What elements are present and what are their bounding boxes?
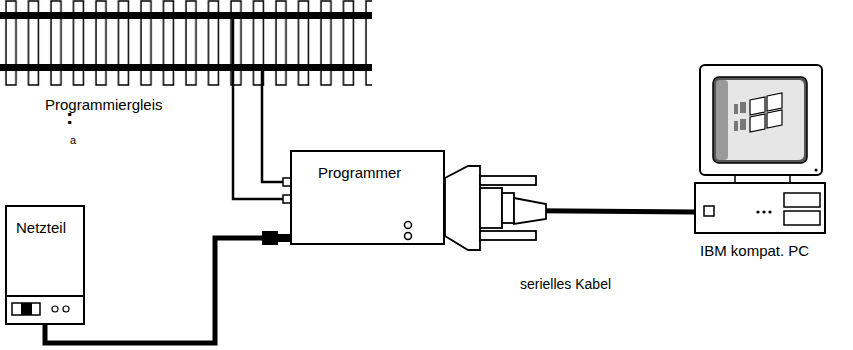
programmer-box: Programmer bbox=[290, 150, 445, 245]
cropped-text: : bbox=[66, 108, 73, 125]
node-label: IBM kompat. PC bbox=[700, 242, 809, 260]
serial-plug bbox=[445, 166, 546, 250]
cable-label: serielles Kabel bbox=[520, 276, 611, 293]
track-wire bbox=[233, 15, 290, 199]
power-plug bbox=[262, 231, 291, 245]
node-label: Programmiergleis bbox=[45, 96, 163, 114]
pc-symbol bbox=[695, 65, 825, 233]
node-label: Programmer bbox=[318, 164, 401, 182]
pc-node: IBM kompat. PC bbox=[695, 65, 825, 233]
cropped-text: a bbox=[70, 132, 76, 149]
programmer-leds bbox=[405, 222, 412, 240]
power-supply-panel bbox=[6, 296, 84, 315]
power-cable bbox=[45, 238, 290, 343]
track-node: Programmiergleis bbox=[0, 0, 372, 86]
node-label: Netzteil bbox=[16, 219, 66, 237]
power-supply-box: Netzteil bbox=[5, 205, 85, 325]
track-symbol bbox=[0, 0, 372, 86]
